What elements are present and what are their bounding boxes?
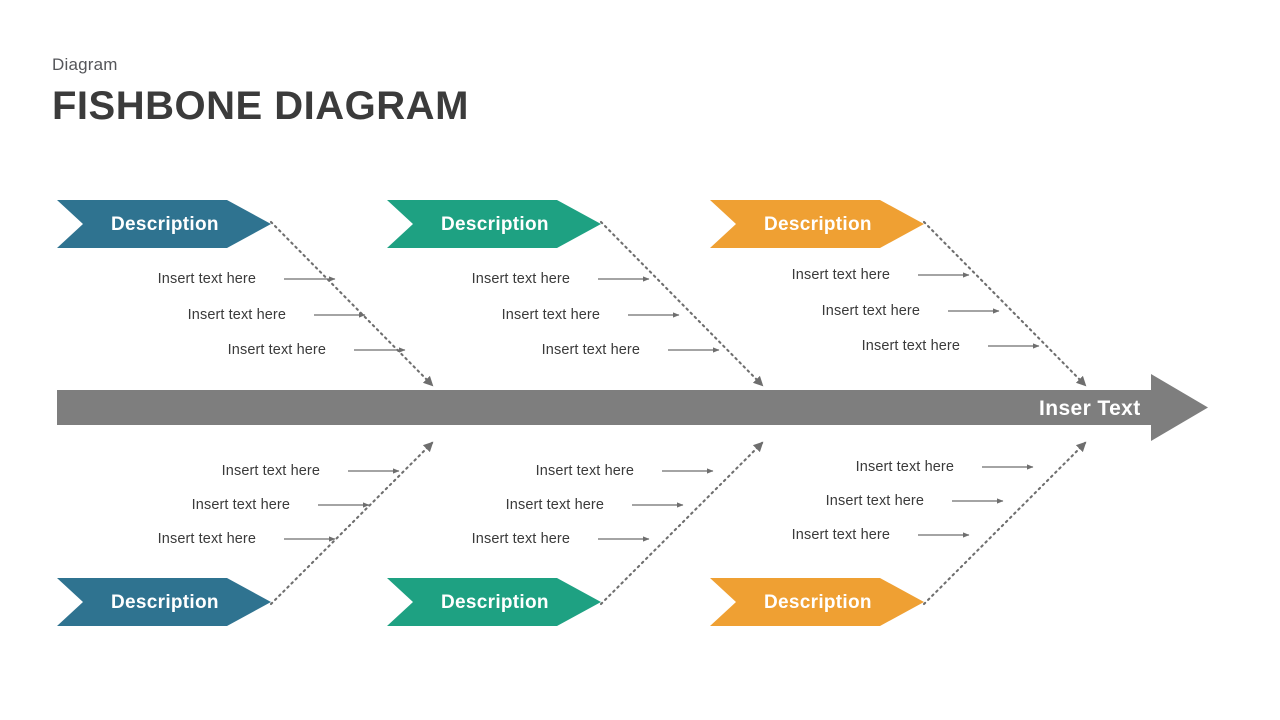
cause-label-bottom-1-2[interactable]: Insert text here <box>191 497 290 513</box>
cause-label-bottom-3-1[interactable]: Insert text here <box>855 459 954 475</box>
cause-label-top-1-3[interactable]: Insert text here <box>227 342 326 358</box>
slide-eyebrow: Diagram <box>52 55 118 74</box>
spine-label[interactable]: Inser Text <box>1039 396 1141 420</box>
branch-banner-top-3[interactable] <box>710 200 924 248</box>
cause-label-bottom-3-2[interactable]: Insert text here <box>825 493 924 509</box>
cause-label-top-1-2[interactable]: Insert text here <box>187 307 286 323</box>
branch-banner-label-bottom-2: Description <box>441 592 549 613</box>
cause-label-top-2-3[interactable]: Insert text here <box>541 342 640 358</box>
cause-label-top-3-3[interactable]: Insert text here <box>861 338 960 354</box>
spine-arrow-shape[interactable] <box>57 374 1208 441</box>
branch-banner-label-top-3: Description <box>764 214 872 235</box>
branch-banner-label-bottom-1: Description <box>111 592 219 613</box>
cause-label-bottom-2-1[interactable]: Insert text here <box>535 463 634 479</box>
cause-label-top-2-2[interactable]: Insert text here <box>501 307 600 323</box>
cause-label-bottom-1-1[interactable]: Insert text here <box>221 463 320 479</box>
cause-label-top-3-1[interactable]: Insert text here <box>791 267 890 283</box>
branch-banner-top-1[interactable] <box>57 200 271 248</box>
branch-bone-top-3 <box>922 220 1088 388</box>
branch-banner-top-2[interactable] <box>387 200 601 248</box>
branch-banner-label-bottom-3: Description <box>764 592 872 613</box>
branch-banner-bottom-1[interactable] <box>57 578 271 626</box>
branch-banners-layer <box>57 200 924 626</box>
branch-banner-label-top-1: Description <box>111 214 219 235</box>
branch-banner-label-top-2: Description <box>441 214 549 235</box>
cause-label-top-1-1[interactable]: Insert text here <box>157 271 256 287</box>
page-title: FISHBONE DIAGRAM <box>52 84 469 128</box>
branch-banner-bottom-3[interactable] <box>710 578 924 626</box>
cause-label-bottom-2-2[interactable]: Insert text here <box>505 497 604 513</box>
spine-layer <box>57 374 1208 441</box>
cause-label-top-3-2[interactable]: Insert text here <box>821 303 920 319</box>
cause-label-bottom-3-3[interactable]: Insert text here <box>791 527 890 543</box>
cause-label-bottom-1-3[interactable]: Insert text here <box>157 531 256 547</box>
branch-banner-bottom-2[interactable] <box>387 578 601 626</box>
cause-label-top-2-1[interactable]: Insert text here <box>471 271 570 287</box>
slide-header: Diagram FISHBONE DIAGRAM <box>52 54 752 130</box>
cause-label-bottom-2-3[interactable]: Insert text here <box>471 531 570 547</box>
